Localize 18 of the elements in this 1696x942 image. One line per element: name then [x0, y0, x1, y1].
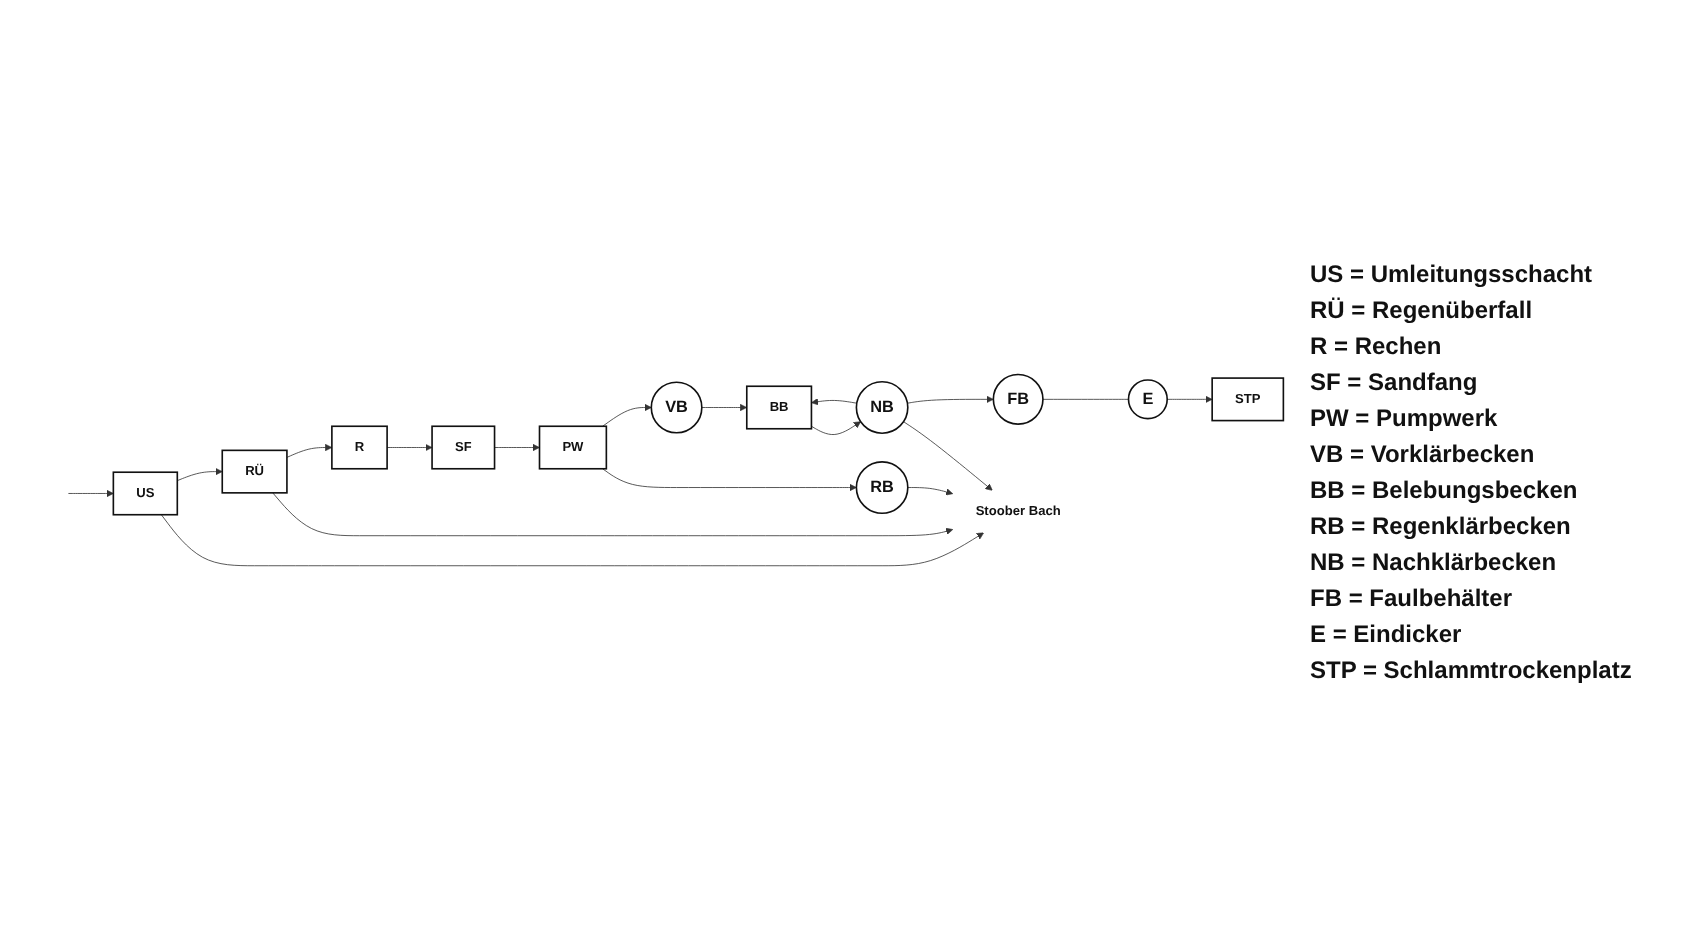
legend-entry: RB = Regenklärbecken — [1310, 511, 1573, 539]
tank-circle: FB — [992, 374, 1044, 426]
legend-entry: R = Rechen — [1310, 331, 1444, 359]
legend-entry: US = Umleitungsschacht — [1310, 259, 1595, 287]
legend-entry: BB = Belebungsbecken — [1310, 475, 1580, 503]
legend-entry: RÜ = Regenüberfall — [1310, 295, 1535, 323]
tank-circle: RB — [855, 461, 909, 515]
legend-entry: STP = Schlammtrockenplatz — [1310, 655, 1634, 683]
tank-circle: E — [1127, 380, 1168, 421]
connector — [1042, 399, 1129, 401]
legend-entry: NB = Nachklärbecken — [1310, 547, 1559, 575]
legend-entry: PW = Pumpwerk — [1310, 403, 1500, 431]
legend-entry: VB = Vorklärbecken — [1310, 439, 1537, 467]
legend-entry: E = Eindicker — [1310, 619, 1464, 647]
tank-circle: VB — [650, 382, 703, 435]
legend-entry: FB = Faulbehälter — [1310, 583, 1515, 611]
legend-entry: SF = Sandfang — [1310, 367, 1480, 395]
tank-circle: NB — [855, 381, 909, 435]
